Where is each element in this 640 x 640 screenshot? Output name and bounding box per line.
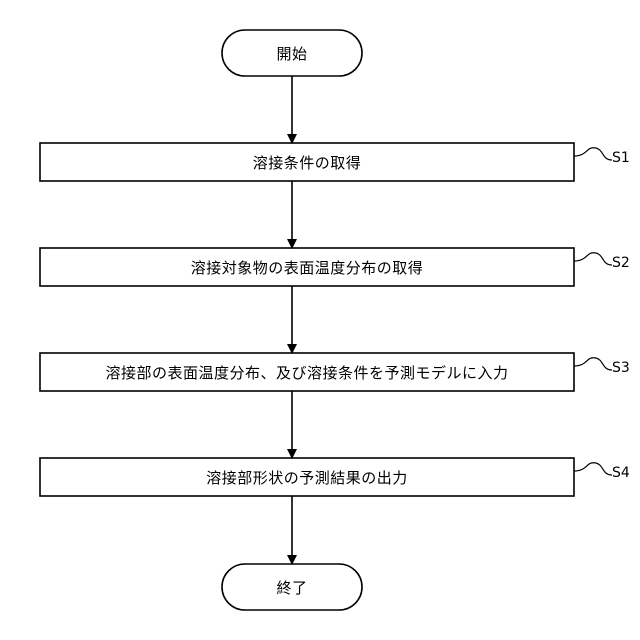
step-leader-s3 bbox=[574, 358, 612, 370]
step-id-s3: S3 bbox=[612, 360, 630, 376]
end-terminal bbox=[222, 564, 362, 610]
step-box-s3 bbox=[40, 353, 574, 391]
step-id-s1: S1 bbox=[612, 150, 630, 166]
step-box-s1 bbox=[40, 143, 574, 181]
step-leader-s2 bbox=[574, 253, 612, 265]
step-id-s4: S4 bbox=[612, 465, 630, 481]
step-leader-s4 bbox=[574, 463, 612, 475]
start-terminal bbox=[222, 30, 362, 76]
step-box-s4 bbox=[40, 458, 574, 496]
step-box-s2 bbox=[40, 248, 574, 286]
step-id-s2: S2 bbox=[612, 255, 630, 271]
step-leader-s1 bbox=[574, 148, 612, 160]
